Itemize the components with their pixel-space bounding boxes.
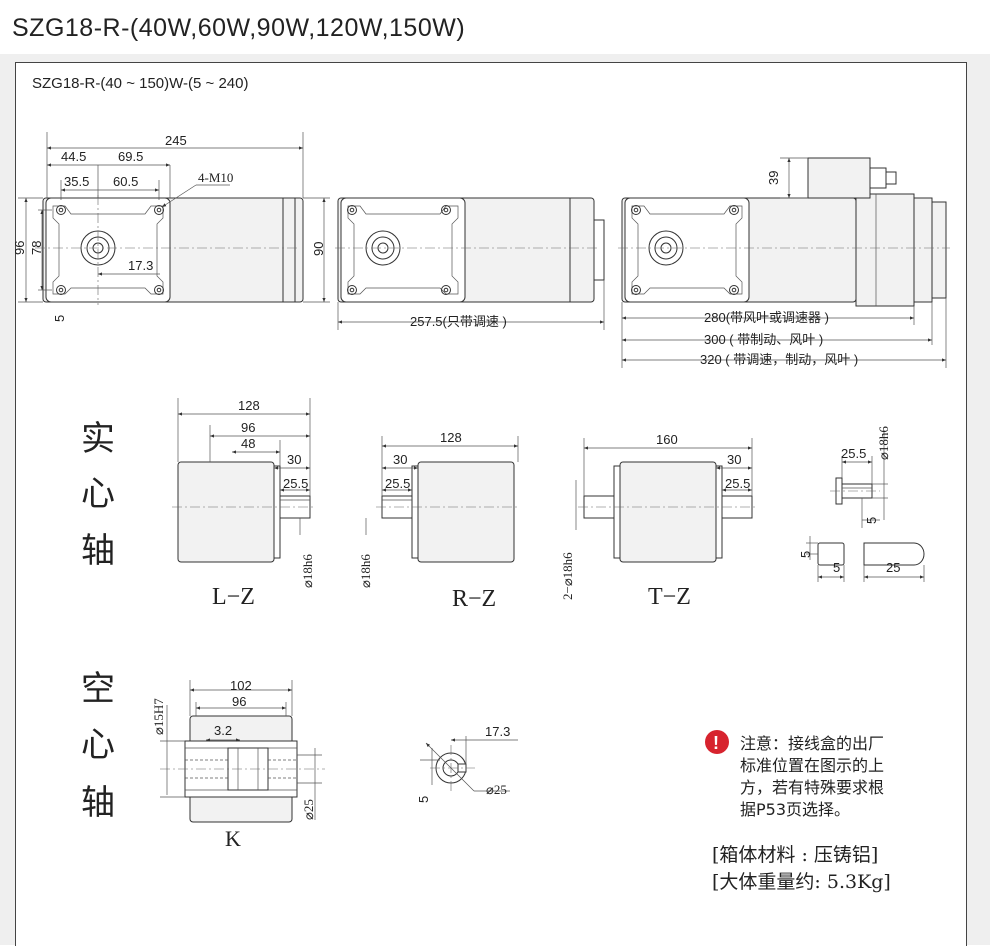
label-tz: T−Z <box>648 584 691 610</box>
note-line: 注意：接线盒的出厂 <box>740 734 884 753</box>
k-view: ⌀15H7 102 96 3.2 ⌀25 K <box>151 678 325 851</box>
dim-30: 30 <box>287 452 301 467</box>
dim-78: 78 <box>29 241 44 255</box>
dim-25-5: 25.5 <box>841 446 866 461</box>
dia-25: ⌀25 <box>486 782 507 797</box>
note-line: 标准位置在图示的上 <box>740 756 884 775</box>
dia-18h6: ⌀18h6 <box>358 554 373 588</box>
dim-17-3: 17.3 <box>485 724 510 739</box>
dim-257-5: 257.5(只带调速 ) <box>410 314 507 329</box>
label-k: K <box>225 826 241 851</box>
dim-48: 48 <box>241 436 255 451</box>
hollow-shaft-heading: 空 心 轴 <box>81 670 115 822</box>
holes-4-m10: 4-M10 <box>198 170 233 185</box>
lz-view: 128 96 48 30 25.5 ⌀18h6 L−Z <box>172 398 316 610</box>
dim-44-5: 44.5 <box>61 149 86 164</box>
dim-128: 128 <box>440 430 462 445</box>
dia-2x18h6: 2−⌀18h6 <box>560 552 575 600</box>
dim-30: 30 <box>393 452 407 467</box>
tz-view: 160 30 25.5 2−⌀18h6 T−Z <box>560 432 758 610</box>
model-label: SZG18-R-(40 ~ 150)W-(5 ~ 240) <box>32 75 248 92</box>
dim-245: 245 <box>165 133 187 148</box>
dim-60-5: 60.5 <box>113 174 138 189</box>
page-title: SZG18-R-(40W,60W,90W,120W,150W) <box>12 14 466 42</box>
label-lz: L−Z <box>212 584 255 610</box>
dim-5: 5 <box>833 560 840 575</box>
label-rz: R−Z <box>452 586 496 612</box>
front-view: 245 44.5 69.5 35.5 60.5 4-M10 96 78 17.3… <box>12 132 330 322</box>
dia-18h6: ⌀18h6 <box>876 426 891 460</box>
dim-96: 96 <box>12 241 27 255</box>
dim-320: 320 ( 带调速，制动，风叶 ) <box>700 352 858 367</box>
heading-char: 空 <box>81 670 115 708</box>
dim-160: 160 <box>656 432 678 447</box>
dim-25-5: 25.5 <box>283 476 308 491</box>
dim-25-5: 25.5 <box>385 476 410 491</box>
solid-shaft-heading: 实 心 轴 <box>81 420 115 570</box>
dim-5: 5 <box>864 517 879 524</box>
note-line: 据P53页选择。 <box>740 800 850 819</box>
dia-15h7: ⌀15H7 <box>151 698 166 735</box>
dim-35-5: 35.5 <box>64 174 89 189</box>
dia-25: ⌀25 <box>301 799 316 820</box>
dim-5: 5 <box>52 315 67 322</box>
heading-char: 实 <box>81 420 115 458</box>
dim-30: 30 <box>727 452 741 467</box>
dim-90: 90 <box>311 242 326 256</box>
dia-18h6: ⌀18h6 <box>300 554 315 588</box>
right-view: 39 280(带风叶或调速器 ) 300 ( 带制动、风叶 ) 320 ( 带调… <box>618 157 950 368</box>
heading-char: 轴 <box>81 532 115 570</box>
hollow-section-detail: 17.3 ⌀25 5 <box>416 724 518 803</box>
heading-char: 心 <box>81 476 115 513</box>
dim-25-5: 25.5 <box>725 476 750 491</box>
material-info: [箱体材料 : 压铸铝] [大体重量约: 5.3Kg] <box>712 844 891 893</box>
dim-96: 96 <box>241 420 255 435</box>
heading-char: 轴 <box>81 784 115 822</box>
dim-300: 300 ( 带制动、风叶 ) <box>704 332 823 347</box>
dim-39: 39 <box>766 171 781 185</box>
dim-5: 5 <box>798 551 813 558</box>
note: ! 注意：接线盒的出厂 标准位置在图示的上 方，若有特殊要求根 据P53页选择。 <box>705 730 884 819</box>
dim-17-3: 17.3 <box>128 258 153 273</box>
alert-icon-glyph: ! <box>713 733 719 753</box>
rz-view: 128 30 25.5 ⌀18h6 R−Z <box>358 430 520 612</box>
mid-view: 257.5(只带调速 ) <box>335 197 605 330</box>
alert-icon <box>705 730 729 754</box>
heading-char: 心 <box>81 727 115 764</box>
dim-5: 5 <box>416 796 431 803</box>
dim-102: 102 <box>230 678 252 693</box>
note-line: 方，若有特殊要求根 <box>740 778 884 797</box>
material-line: [箱体材料 : 压铸铝] <box>712 844 878 866</box>
dim-280: 280(带风叶或调速器 ) <box>704 310 829 325</box>
dim-128: 128 <box>238 398 260 413</box>
dim-69-5: 69.5 <box>118 149 143 164</box>
weight-line: [大体重量约: 5.3Kg] <box>712 871 891 893</box>
dim-96: 96 <box>232 694 246 709</box>
dim-25: 25 <box>886 560 900 575</box>
dim-3-2: 3.2 <box>214 723 232 738</box>
key-detail: 25.5 ⌀18h6 5 5 5 25 <box>798 426 925 582</box>
